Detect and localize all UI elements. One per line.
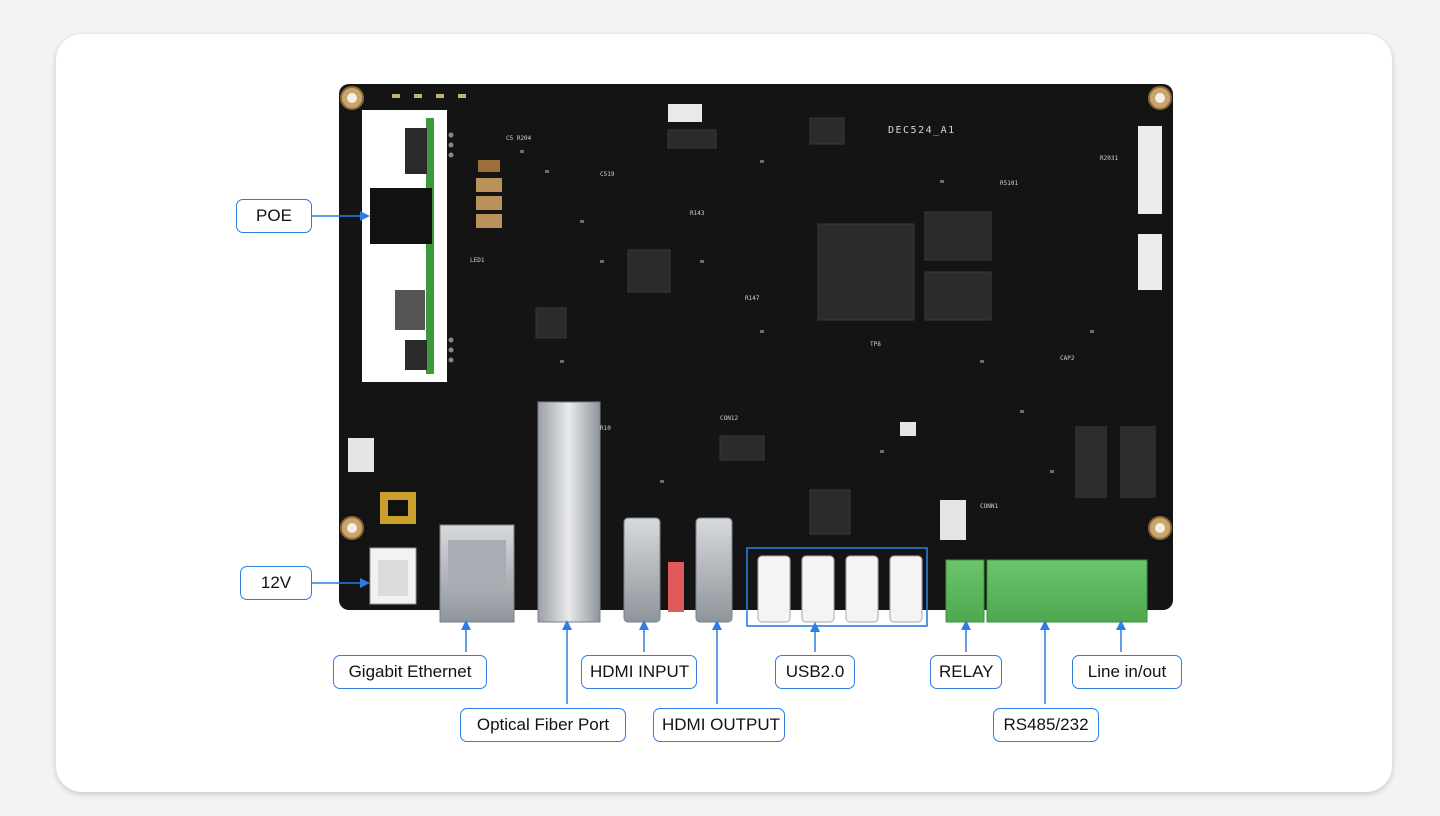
rs485-232-label: RS485/232 [993,708,1099,742]
svg-text:CAP2: CAP2 [1060,355,1075,362]
relay-label: RELAY [930,655,1002,689]
svg-text:TP8: TP8 [870,341,881,348]
arrowheads [360,211,1126,632]
board-model-text: DEC524_A1 [888,125,956,136]
usb-label: USB2.0 [775,655,855,689]
svg-text:C519: C519 [600,171,615,178]
hdmi-input-port [623,517,661,623]
hdmi-output-label: HDMI OUTPUT [653,708,785,742]
svg-text:R143: R143 [690,210,705,217]
rs485-line-terminal [986,559,1148,623]
svg-text:R147: R147 [745,295,760,302]
svg-text:R2031: R2031 [1100,155,1118,162]
usb-highlight-box [746,547,928,627]
line-in-out-label: Line in/out [1072,655,1182,689]
svg-text:CON12: CON12 [720,415,738,422]
hdmi-output-port [695,517,733,623]
svg-text:CONN1: CONN1 [980,503,998,510]
relay-terminal [945,559,985,623]
poe-label: POE [236,199,312,233]
svg-text:C5 R204: C5 R204 [506,135,532,142]
ic-chips [535,117,992,535]
power-12v-label: 12V [240,566,312,600]
leader-lines [312,215,1122,704]
usb-ports [757,555,923,623]
gigabit-ethernet-label: Gigabit Ethernet [333,655,487,689]
svg-text:R10: R10 [600,425,611,432]
optical-fiber-port-label: Optical Fiber Port [460,708,626,742]
svg-text:R5101: R5101 [1000,180,1018,187]
poe-module-area [362,110,447,382]
hdmi-input-label: HDMI INPUT [581,655,697,689]
svg-text:LED1: LED1 [470,257,485,264]
